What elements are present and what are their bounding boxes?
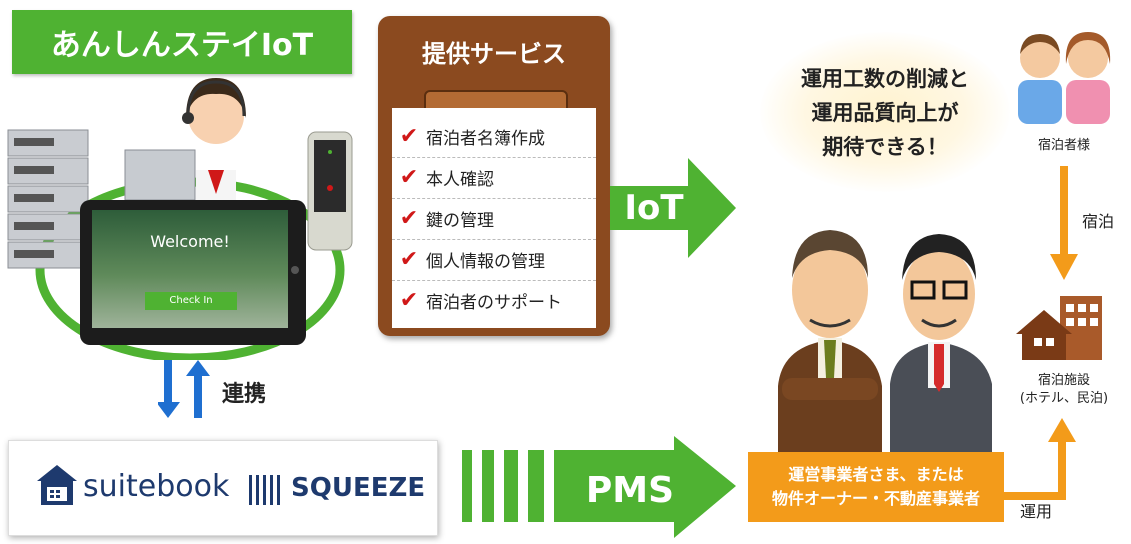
suitebook-logo-icon	[37, 465, 77, 505]
expectation-line: 運用品質向上が	[811, 101, 959, 125]
pms-arrow	[462, 436, 736, 538]
smart-lock-icon	[307, 131, 353, 251]
service-label: 個人情報の管理	[426, 252, 545, 272]
operator-line: 運営事業者さま、または	[788, 465, 964, 484]
service-item: ✔ 宿泊者名簿作成	[392, 116, 596, 158]
suitebook-logo-text: suitebook	[83, 469, 230, 504]
service-label: 鍵の管理	[426, 211, 494, 231]
operator-box: 運営事業者さま、または 物件オーナー・不動産事業者	[748, 452, 1004, 522]
check-icon: ✔	[399, 124, 419, 149]
service-item: ✔ 個人情報の管理	[392, 239, 596, 281]
squeeze-logo-icon	[249, 475, 280, 505]
expectation-glow	[760, 32, 1010, 192]
operator-line: 物件オーナー・不動産事業者	[771, 489, 980, 508]
iot-arrow-label: IoT	[624, 188, 684, 228]
services-heading: 提供サービス	[422, 40, 566, 68]
check-icon: ✔	[399, 247, 419, 272]
facility-line: 宿泊施設	[1037, 373, 1090, 388]
title-banner: あんしんステイIoT	[12, 10, 352, 74]
guests-icon	[1018, 32, 1111, 124]
service-label: 宿泊者のサポート	[426, 293, 562, 313]
service-label: 本人確認	[426, 170, 494, 190]
sync-arrows-icon	[158, 360, 210, 418]
owner-right-icon	[890, 234, 992, 456]
tablet-device[interactable]	[80, 200, 306, 345]
operate-label: 運用	[1020, 502, 1053, 521]
check-icon: ✔	[399, 165, 419, 190]
expectation-text: 運用工数の削減と 運用品質向上が 期待できる！	[760, 62, 1010, 164]
service-label: 宿泊者名簿作成	[426, 129, 545, 149]
services-paper: ✔ 宿泊者名簿作成 ✔ 本人確認 ✔ 鍵の管理 ✔ 個人情報の管理 ✔ 宿泊者の…	[392, 108, 596, 328]
expectation-line: 期待できる！	[822, 135, 948, 159]
stay-label: 宿泊	[1082, 212, 1115, 231]
checkin-button[interactable]: Check In	[145, 292, 237, 310]
service-item: ✔ 鍵の管理	[392, 198, 596, 240]
service-item: ✔ 宿泊者のサポート	[392, 280, 596, 321]
facility-label: 宿泊施設 (ホテル、民泊)	[1012, 372, 1116, 408]
owner-left-icon	[778, 230, 882, 456]
facility-icon	[1016, 296, 1102, 360]
business-owners-illustration	[778, 230, 992, 456]
check-icon: ✔	[399, 288, 419, 313]
guest-label: 宿泊者様	[1037, 138, 1090, 153]
operate-arrow	[1004, 418, 1076, 500]
services-board: 提供サービス ✔ 宿泊者名簿作成 ✔ 本人確認 ✔ 鍵の管理 ✔ 個人情報の管理…	[378, 16, 610, 336]
pms-box: suitebook SQUEEZE	[8, 440, 438, 536]
stay-arrow	[1050, 166, 1078, 280]
service-item: ✔ 本人確認	[392, 157, 596, 199]
tablet-welcome-text: Welcome!	[150, 232, 230, 251]
iot-arrow	[610, 158, 736, 258]
iot-illustration	[7, 78, 353, 360]
expectation-line: 運用工数の削減と	[801, 67, 969, 91]
pms-arrow-label: PMS	[585, 470, 675, 511]
check-icon: ✔	[399, 206, 419, 231]
facility-line: (ホテル、民泊)	[1019, 391, 1109, 406]
squeeze-logo-text: SQUEEZE	[291, 473, 426, 503]
sync-label: 連携	[222, 382, 267, 407]
tablet-screen	[92, 210, 288, 328]
server-rack-icon	[7, 129, 89, 269]
title-text: あんしんステイIoT	[50, 28, 314, 63]
